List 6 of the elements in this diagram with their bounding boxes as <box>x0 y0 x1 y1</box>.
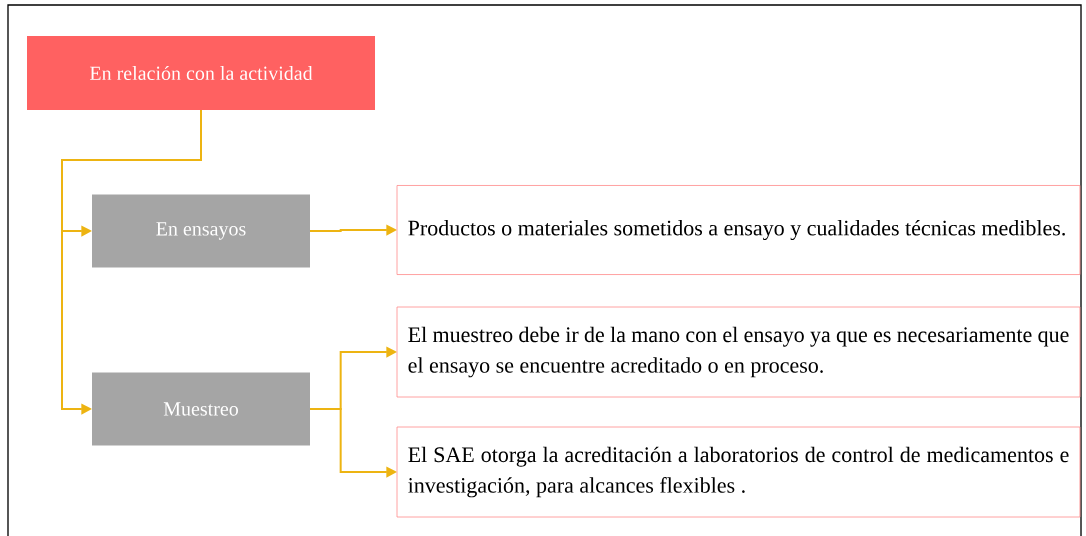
category-box: En ensayos <box>92 194 310 268</box>
category-box: Muestreo <box>92 372 310 446</box>
description-box: El muestreo debe ir de la mano con el ensayo ya que es necesariamente que el ensayo se encuentre acreditado o en proceso. <box>396 306 1081 398</box>
description-box: El SAE otorga la acreditación a laboratorios de control de medicamentos e investigación, para alcances flexibles . <box>396 426 1081 518</box>
heading-box: En relación con la actividad <box>27 36 375 110</box>
description-box: Productos o materiales sometidos a ensayo y cualidades técnicas medibles. <box>396 185 1081 275</box>
